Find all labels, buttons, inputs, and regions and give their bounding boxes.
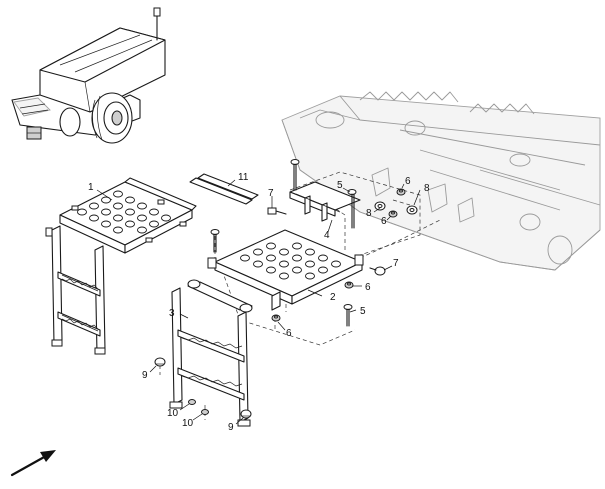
nut-6-top bbox=[396, 188, 406, 196]
plug-10-upper bbox=[188, 399, 196, 405]
callout-11: 11 bbox=[238, 172, 249, 183]
cap-9-left bbox=[154, 357, 166, 367]
callout-7-upper: 7 bbox=[268, 188, 274, 199]
part-2-platform-support bbox=[207, 229, 364, 311]
callout-5-upper: 5 bbox=[337, 180, 343, 191]
callout-9-bottom: 9 bbox=[228, 422, 234, 433]
callout-6-top: 6 bbox=[405, 176, 411, 187]
plug-10-lower bbox=[201, 409, 209, 415]
bolt-upper-left bbox=[290, 159, 300, 191]
callout-7-right: 7 bbox=[393, 258, 399, 269]
part-1-top-step-assembly bbox=[45, 177, 197, 355]
machine-frame-ghost bbox=[281, 91, 601, 271]
callout-10-lower: 10 bbox=[182, 418, 194, 429]
bolt-support-left bbox=[210, 229, 220, 253]
screw-7-upper bbox=[267, 207, 287, 215]
nut-6-mid bbox=[388, 210, 398, 218]
callout-6-mid: 6 bbox=[381, 216, 387, 227]
callout-labels: 1 2 3 4 5 5 6 6 6 6 7 7 8 8 9 9 10 10 11 bbox=[88, 172, 430, 433]
platform-grating bbox=[77, 190, 171, 234]
support-grating bbox=[240, 242, 341, 280]
hardware-fasteners bbox=[154, 159, 418, 419]
nut-6-bottom bbox=[271, 314, 281, 322]
callout-6-bottom: 6 bbox=[286, 328, 292, 339]
callout-leaders bbox=[96, 179, 421, 425]
screw-7-right bbox=[369, 266, 386, 276]
part-11-rubber-straps bbox=[189, 173, 259, 205]
callout-6-support: 6 bbox=[365, 282, 371, 293]
callout-1: 1 bbox=[88, 182, 94, 193]
arrow-up-right-icon bbox=[10, 450, 56, 477]
callout-2: 2 bbox=[330, 292, 336, 303]
cap-9-bottom bbox=[240, 409, 252, 419]
callout-8-right: 8 bbox=[424, 183, 430, 194]
washer-8-left bbox=[374, 201, 386, 211]
callout-3: 3 bbox=[169, 308, 175, 319]
machine-overview-illustration bbox=[11, 7, 166, 144]
bolt-5-lower bbox=[343, 304, 353, 327]
part-4-mounting-bracket bbox=[289, 181, 361, 222]
callout-10-upper: 10 bbox=[167, 408, 179, 419]
callout-8-left: 8 bbox=[366, 208, 372, 219]
callout-9-left: 9 bbox=[142, 370, 148, 381]
nut-6-support bbox=[344, 281, 354, 289]
callout-4: 4 bbox=[324, 230, 330, 241]
part-3-lower-ladder bbox=[169, 279, 253, 427]
washer-8-right bbox=[406, 205, 418, 215]
callout-5-lower: 5 bbox=[360, 306, 366, 317]
bolt-5-upper bbox=[347, 189, 357, 229]
